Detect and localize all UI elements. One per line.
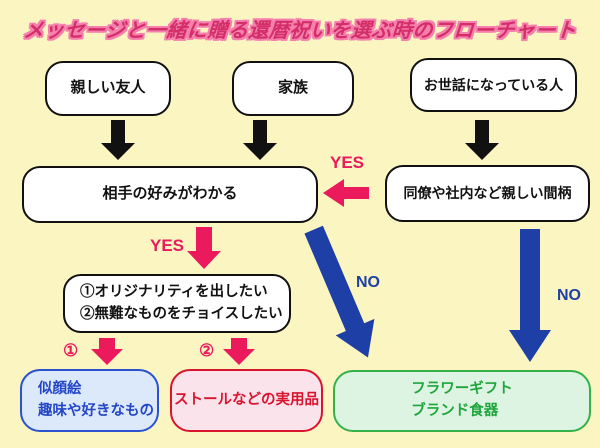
result-flower-line2: ブランド食器: [411, 403, 499, 419]
node-choice-line2: ②無難なものをチョイスしたい: [80, 305, 283, 322]
result-portrait-line2: 趣味や好きなもの: [38, 402, 154, 419]
node-acquaintance: お世話になっている人: [410, 58, 577, 112]
node-close-friend-label: 親しい友人: [70, 79, 146, 97]
node-family-label: 家族: [277, 79, 308, 97]
node-family: 家族: [232, 61, 354, 116]
arrow-diagonal-no-icon: [304, 225, 375, 358]
page-title: メッセージと一緒に贈る還暦祝いを選ぶ時のフローチャート: [22, 20, 578, 42]
node-know-preference: 相手の好みがわかる: [22, 166, 318, 223]
node-acquaintance-label: お世話になっている人: [423, 76, 564, 93]
node-choice-line1: ①オリジナリティを出したい: [80, 283, 268, 300]
arrow-down-from-friend-icon: [101, 120, 135, 160]
yes-label-know: YES: [150, 236, 185, 255]
node-colleague: 同僚や社内など親しい間柄: [385, 165, 590, 222]
branch1-number: ①: [63, 341, 79, 360]
arrow-down-yes-icon: [187, 227, 221, 269]
result-portrait-text: 似顔絵 趣味や好きなもの: [38, 379, 154, 423]
arrow-down-branch1-icon: [91, 338, 123, 365]
node-choice: ①オリジナリティを出したい ②無難なものをチョイスしたい: [63, 274, 291, 333]
node-choice-text: ①オリジナリティを出したい ②無難なものをチョイスしたい: [80, 282, 283, 326]
no-label-know: NO: [356, 274, 380, 291]
node-close-friend: 親しい友人: [45, 61, 171, 116]
arrow-down-from-acquaintance-icon: [465, 120, 499, 160]
result-portrait: 似顔絵 趣味や好きなもの: [20, 369, 159, 432]
arrow-vertical-no-icon: [509, 229, 551, 362]
result-flower-text: フラワーギフト ブランド食器: [411, 379, 513, 423]
node-know-preference-label: 相手の好みがわかる: [102, 185, 238, 203]
result-flower: フラワーギフト ブランド食器: [333, 370, 591, 432]
result-stole-label: ストールなどの実用品: [174, 391, 319, 408]
result-flower-line1: フラワーギフト: [411, 381, 513, 398]
branch2-number: ②: [199, 341, 215, 360]
result-stole: ストールなどの実用品: [170, 369, 323, 432]
arrow-left-yes-icon: [323, 179, 369, 207]
result-portrait-line1: 似顔絵: [38, 380, 82, 397]
no-label-colleague: NO: [557, 287, 581, 304]
arrow-down-from-family-icon: [243, 120, 277, 160]
node-colleague-label: 同僚や社内など親しい間柄: [403, 185, 572, 201]
yes-label-colleague: YES: [330, 153, 365, 172]
arrow-down-branch2-icon: [223, 338, 255, 365]
